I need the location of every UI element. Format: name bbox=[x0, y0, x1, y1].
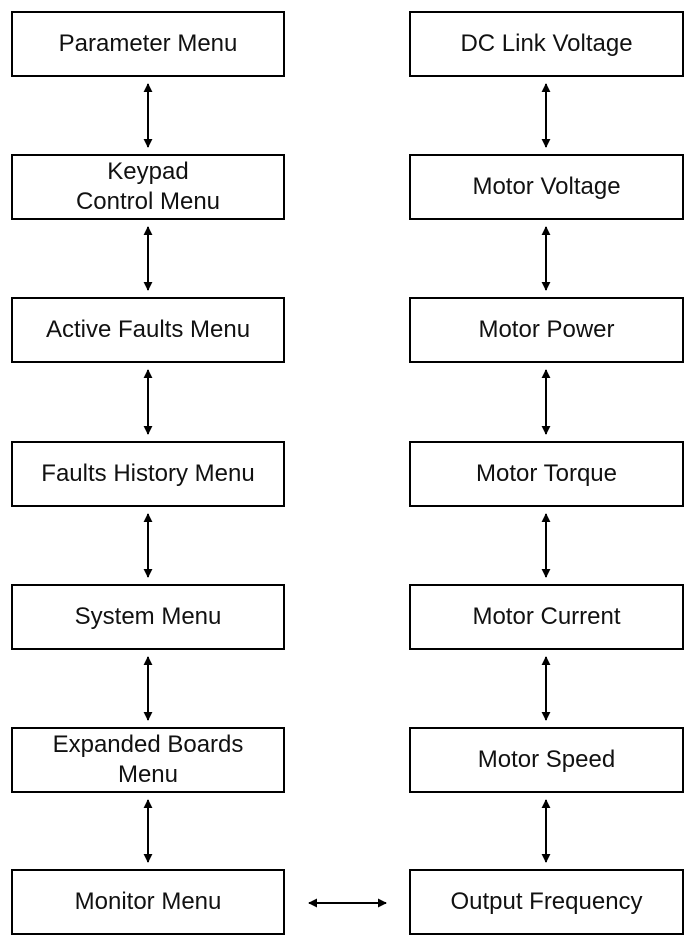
box-output-frequency: Output Frequency bbox=[409, 869, 684, 935]
box-label-line: Control Menu bbox=[75, 188, 221, 215]
box-label-line: Active Faults Menu bbox=[45, 316, 251, 343]
box-label-line: Faults History Menu bbox=[41, 460, 255, 487]
box-label-line: Expanded Boards bbox=[52, 731, 244, 758]
box-keypad-control-menu: Keypad Control Menu bbox=[11, 154, 285, 220]
box-label-line: Motor Power bbox=[478, 316, 615, 343]
box-label-line: Keypad bbox=[107, 158, 189, 185]
box-label: Monitor Menu bbox=[75, 887, 222, 917]
box-label: Motor Power bbox=[478, 315, 614, 345]
box-expanded-boards-menu: Expanded Boards Menu bbox=[11, 727, 285, 793]
box-label: Parameter Menu bbox=[59, 29, 238, 59]
box-label: Expanded Boards Menu bbox=[53, 730, 244, 790]
box-label-line: Parameter Menu bbox=[58, 30, 238, 57]
box-label-line: Menu bbox=[117, 761, 179, 788]
box-motor-current: Motor Current bbox=[409, 584, 684, 650]
box-label-line: System Menu bbox=[74, 603, 222, 630]
box-label-line: DC Link Voltage bbox=[460, 30, 633, 57]
box-label-line: Monitor Menu bbox=[74, 888, 222, 915]
box-motor-torque: Motor Torque bbox=[409, 441, 684, 507]
box-parameter-menu: Parameter Menu bbox=[11, 11, 285, 77]
box-label: Active Faults Menu bbox=[46, 315, 250, 345]
box-label-line: Motor Speed bbox=[477, 746, 616, 773]
box-label: System Menu bbox=[75, 602, 222, 632]
box-motor-voltage: Motor Voltage bbox=[409, 154, 684, 220]
box-label: Motor Current bbox=[472, 602, 620, 632]
box-monitor-menu: Monitor Menu bbox=[11, 869, 285, 935]
box-label: Keypad Control Menu bbox=[76, 157, 220, 217]
box-system-menu: System Menu bbox=[11, 584, 285, 650]
box-label-line: Motor Voltage bbox=[472, 173, 621, 200]
box-label-line: Motor Torque bbox=[476, 460, 617, 487]
box-label: Motor Torque bbox=[476, 459, 617, 489]
box-faults-history-menu: Faults History Menu bbox=[11, 441, 285, 507]
box-active-faults-menu: Active Faults Menu bbox=[11, 297, 285, 363]
box-label-line: Output Frequency bbox=[450, 888, 643, 915]
box-label: Motor Voltage bbox=[472, 172, 620, 202]
box-motor-speed: Motor Speed bbox=[409, 727, 684, 793]
box-label: Output Frequency bbox=[450, 887, 642, 917]
box-label: DC Link Voltage bbox=[460, 29, 632, 59]
box-label: Faults History Menu bbox=[41, 459, 254, 489]
box-label: Motor Speed bbox=[478, 745, 615, 775]
box-label-line: Motor Current bbox=[472, 603, 621, 630]
box-dc-link-voltage: DC Link Voltage bbox=[409, 11, 684, 77]
box-motor-power: Motor Power bbox=[409, 297, 684, 363]
